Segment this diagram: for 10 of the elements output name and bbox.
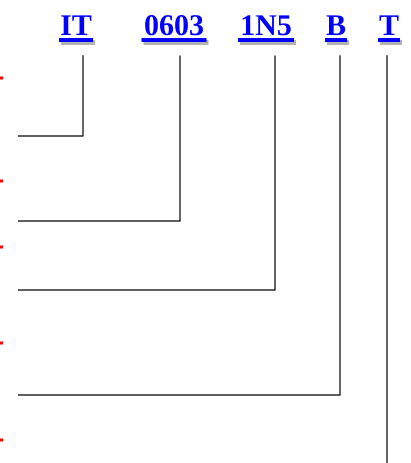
part-code: IT <box>59 15 95 45</box>
leader-line <box>18 55 341 396</box>
leader-line <box>18 55 84 137</box>
part-code: 1N5 <box>238 15 296 45</box>
leader-line <box>18 56 276 291</box>
part-code: 0603 <box>142 15 208 45</box>
leader-line <box>386 55 388 463</box>
part-code: T <box>378 15 402 45</box>
part-code: B <box>325 15 349 45</box>
leader-line <box>18 56 181 222</box>
